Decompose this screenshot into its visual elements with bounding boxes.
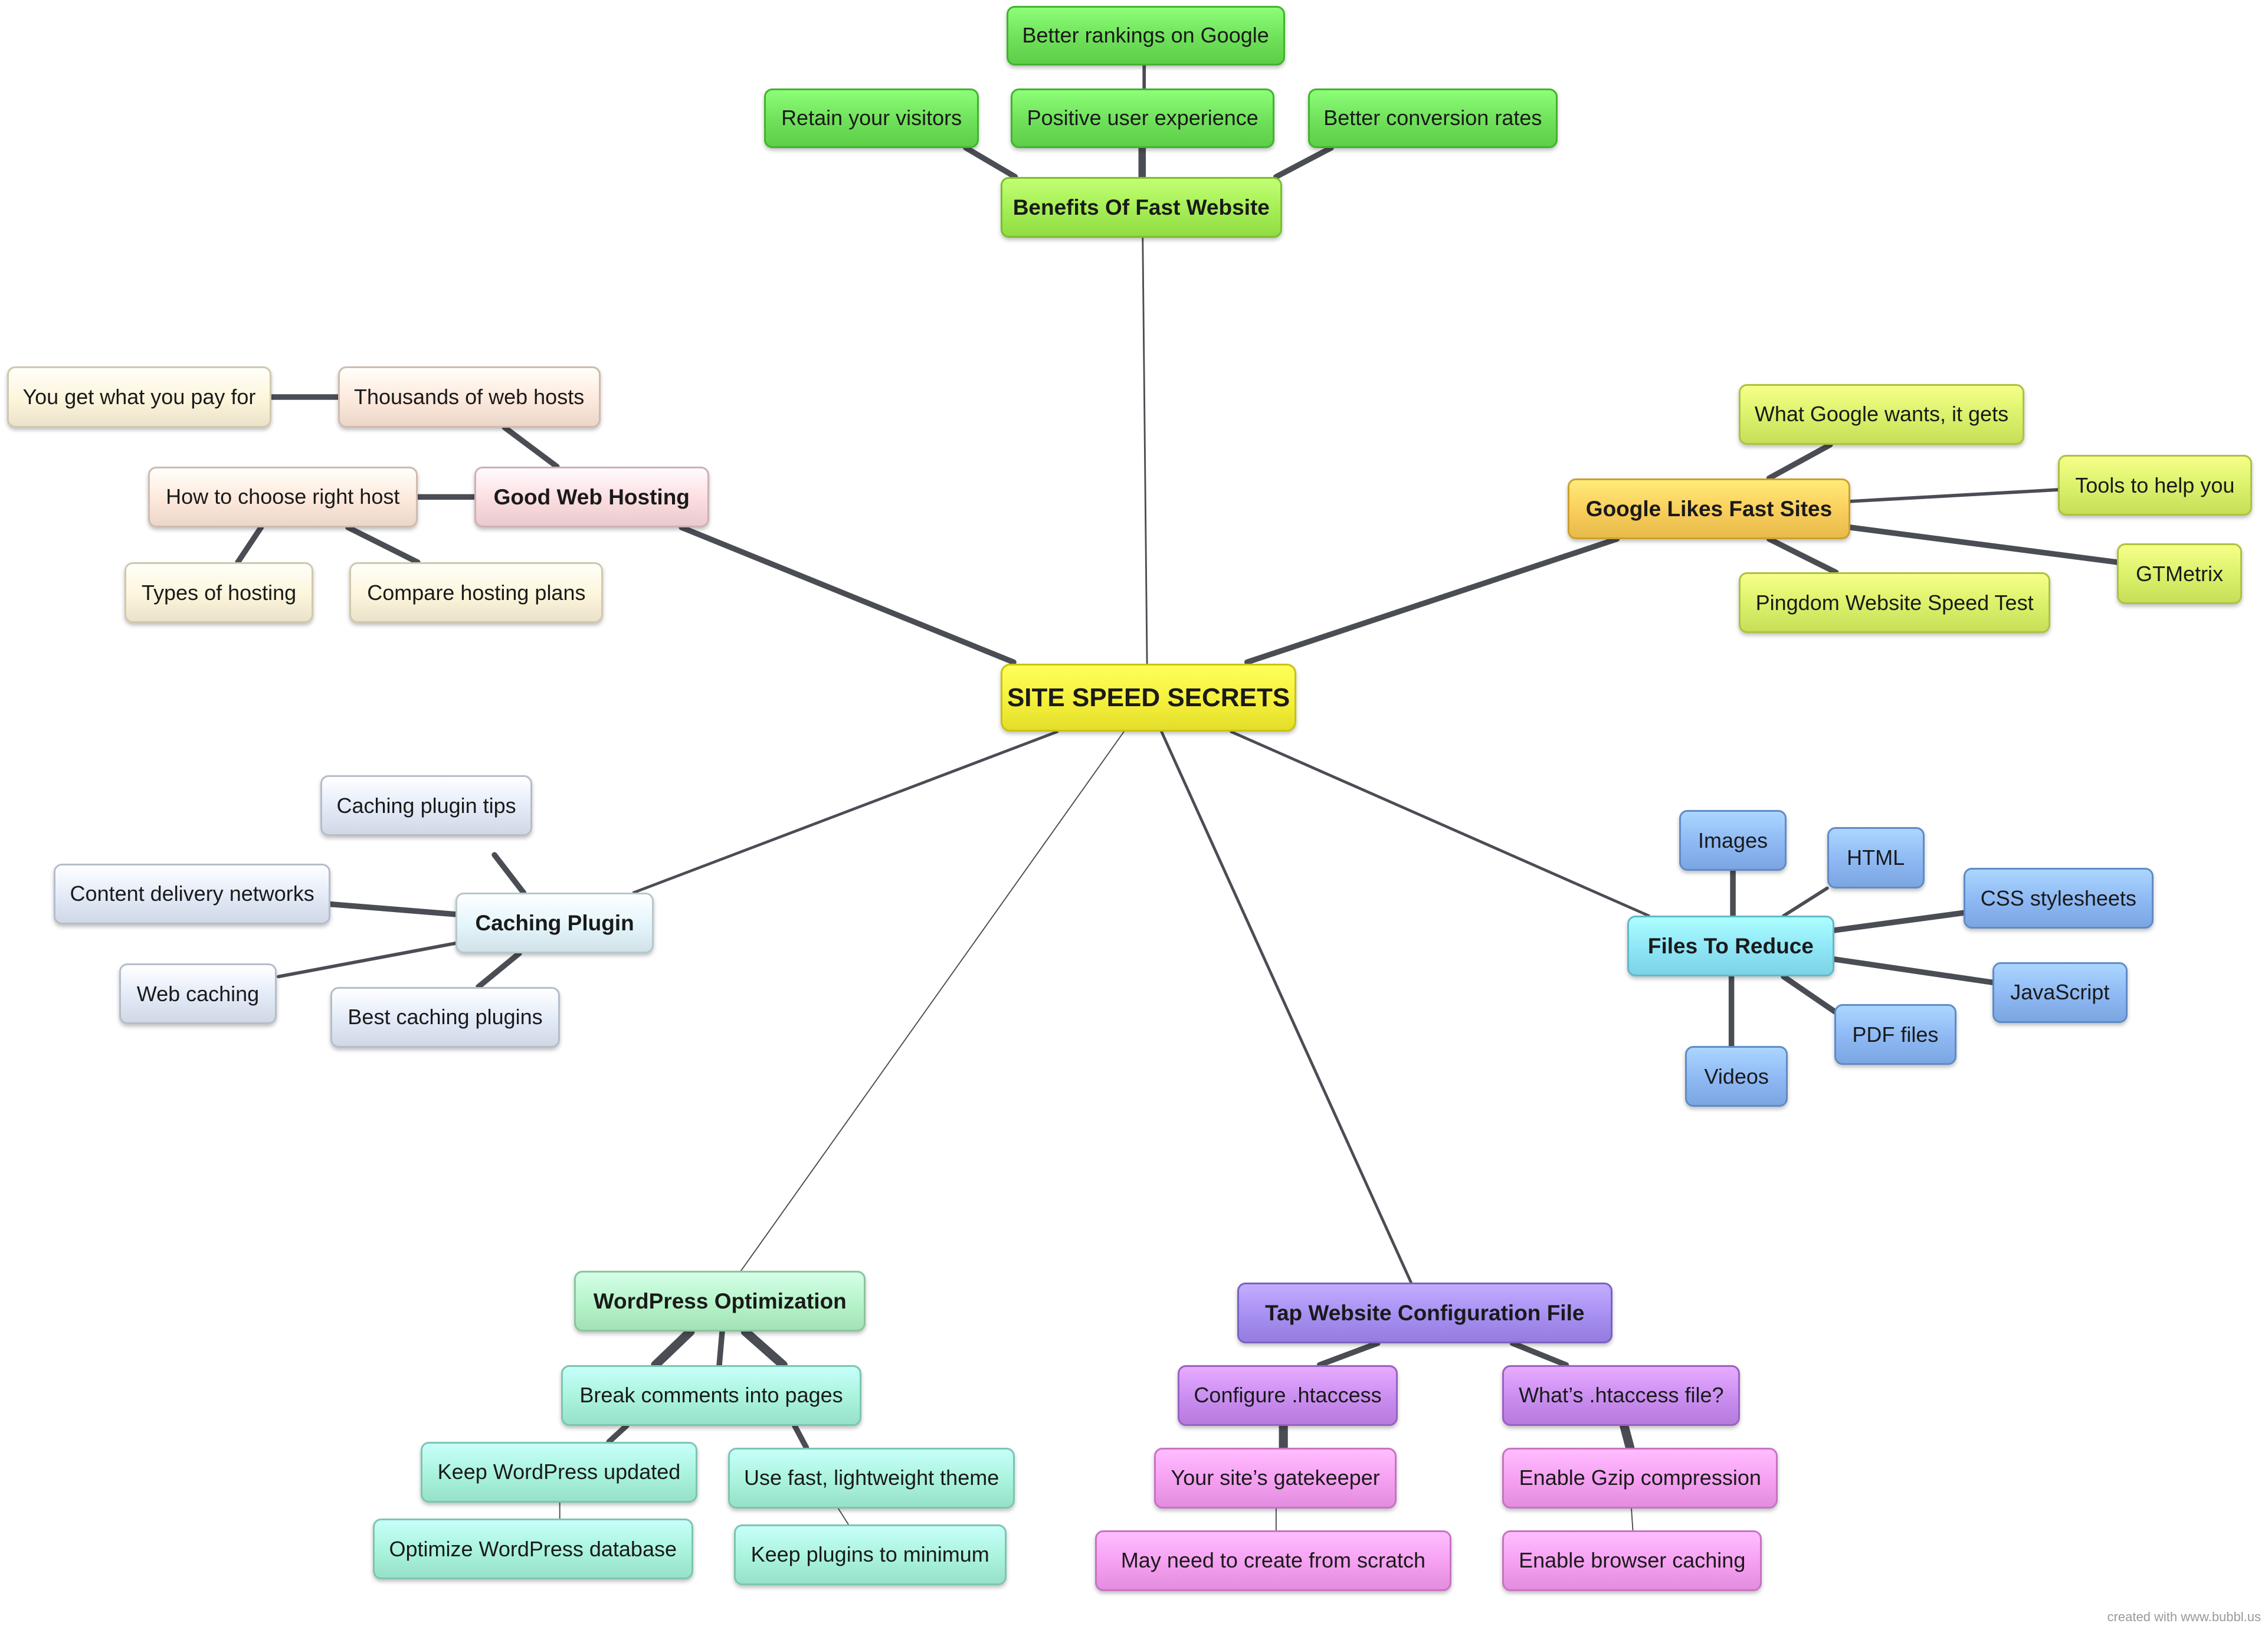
branch-node-wordpress-optimization[interactable]: WordPress Optimization	[574, 1270, 866, 1332]
connector-line	[476, 950, 522, 990]
connector-line	[1160, 730, 1412, 1284]
child-node-css-stylesheets[interactable]: CSS stylesheets	[1963, 868, 2154, 929]
child-node-keep-wordpress-updated[interactable]: Keep WordPress updated	[420, 1441, 698, 1503]
connector-line	[963, 145, 1018, 180]
connector-line	[632, 730, 1059, 894]
child-node-configure-htaccess[interactable]: Configure .htaccess	[1177, 1365, 1398, 1426]
child-node-optimize-wordpress-database[interactable]: Optimize WordPress database	[372, 1518, 693, 1580]
connector-line	[1781, 973, 1837, 1015]
branch-node-google-likes-fast-sites[interactable]: Google Likes Fast Sites	[1567, 478, 1851, 539]
grandchild-node-enable-browser-caching[interactable]: Enable browser caching	[1502, 1530, 1762, 1591]
child-node-positive-user-experience[interactable]: Positive user experience	[1011, 88, 1275, 148]
connector-line	[277, 942, 457, 979]
grandchild-node-enable-gzip-compression[interactable]: Enable Gzip compression	[1502, 1447, 1778, 1509]
connector-line	[1831, 910, 1967, 933]
connector-line	[1620, 1421, 1635, 1452]
connector-line	[327, 901, 458, 917]
connector-line	[1766, 442, 1833, 481]
connector-line	[1831, 956, 1995, 985]
connector-line	[491, 852, 527, 896]
connector-line	[651, 1327, 695, 1370]
connector-line	[837, 1507, 849, 1525]
connector-line	[1631, 1507, 1634, 1531]
connector-line	[1782, 886, 1829, 918]
connector-line	[235, 524, 264, 565]
branch-node-tap-website-configuration-file[interactable]: Tap Website Configuration File	[1237, 1282, 1613, 1343]
grandchild-node-types-of-hosting[interactable]: Types of hosting	[124, 562, 313, 624]
child-node-caching-plugin-tips[interactable]: Caching plugin tips	[320, 775, 532, 837]
child-node-better-rankings-on-google[interactable]: Better rankings on Google	[1006, 5, 1285, 65]
connector-line	[1847, 524, 2120, 565]
branch-node-files-to-reduce[interactable]: Files To Reduce	[1627, 916, 1835, 977]
child-node-what-google-wants-it-gets[interactable]: What Google wants, it gets	[1738, 383, 2025, 445]
child-node-how-to-choose-right-host[interactable]: How to choose right host	[148, 466, 418, 527]
child-node-use-fast-lightweight-theme[interactable]: Use fast, lightweight theme	[727, 1447, 1015, 1509]
connector-line	[1509, 1340, 1569, 1368]
child-node-break-comments-into-pages[interactable]: Break comments into pages	[561, 1365, 861, 1426]
connector-line	[1849, 488, 2060, 503]
connector-line	[740, 1327, 788, 1370]
connector-line	[679, 524, 1017, 665]
connector-line	[1316, 1340, 1381, 1368]
child-node-retain-your-visitors[interactable]: Retain your visitors	[764, 88, 979, 148]
child-node-html[interactable]: HTML	[1827, 827, 1925, 888]
branch-node-caching-plugin[interactable]: Caching Plugin	[455, 892, 654, 954]
connector-line	[1766, 536, 1839, 575]
grandchild-node-compare-hosting-plans[interactable]: Compare hosting plans	[349, 562, 604, 624]
child-node-videos[interactable]: Videos	[1684, 1046, 1788, 1107]
child-node-web-caching[interactable]: Web caching	[119, 963, 277, 1025]
connector-line	[1244, 536, 1620, 665]
connector-line	[716, 1329, 725, 1368]
child-node-images[interactable]: Images	[1679, 809, 1787, 871]
connector-line	[606, 1423, 630, 1445]
grandchild-node-you-get-what-you-pay-for[interactable]: You get what you pay for	[7, 366, 271, 428]
child-node-better-conversion-rates[interactable]: Better conversion rates	[1307, 88, 1558, 148]
child-node-thousands-of-web-hosts[interactable]: Thousands of web hosts	[337, 366, 601, 428]
grandchild-node-may-need-to-create-from-scratch[interactable]: May need to create from scratch	[1094, 1530, 1452, 1591]
child-node-gtmetrix[interactable]: GTMetrix	[2117, 543, 2242, 605]
connector-line	[1230, 730, 1650, 917]
connector-line	[502, 424, 560, 470]
root-node-site-speed-secrets[interactable]: SITE SPEED SECRETS	[1000, 663, 1297, 732]
child-node-keep-plugins-to-minimum[interactable]: Keep plugins to minimum	[733, 1524, 1007, 1585]
child-node-best-caching-plugins[interactable]: Best caching plugins	[330, 986, 560, 1048]
child-node-pingdom-website-speed-test[interactable]: Pingdom Website Speed Test	[1738, 572, 2051, 634]
connector-line	[1273, 145, 1335, 180]
connector-line	[1142, 237, 1148, 665]
branch-node-benefits-of-fast-website[interactable]: Benefits Of Fast Website	[1000, 176, 1282, 238]
grandchild-node-your-site-s-gatekeeper[interactable]: Your site’s gatekeeper	[1154, 1447, 1397, 1509]
child-node-what-s-htaccess-file[interactable]: What’s .htaccess file?	[1502, 1365, 1741, 1426]
connector-line	[792, 1423, 809, 1451]
child-node-pdf-files[interactable]: PDF files	[1834, 1004, 1956, 1065]
child-node-content-delivery-networks[interactable]: Content delivery networks	[53, 863, 331, 924]
child-node-javascript[interactable]: JavaScript	[1992, 962, 2128, 1023]
branch-node-good-web-hosting[interactable]: Good Web Hosting	[474, 466, 709, 527]
connector-line	[345, 524, 421, 565]
child-node-tools-to-help-you[interactable]: Tools to help you	[2057, 455, 2252, 516]
watermark: created with www.bubbl.us	[2107, 1609, 2261, 1624]
connector-line	[740, 731, 1125, 1271]
